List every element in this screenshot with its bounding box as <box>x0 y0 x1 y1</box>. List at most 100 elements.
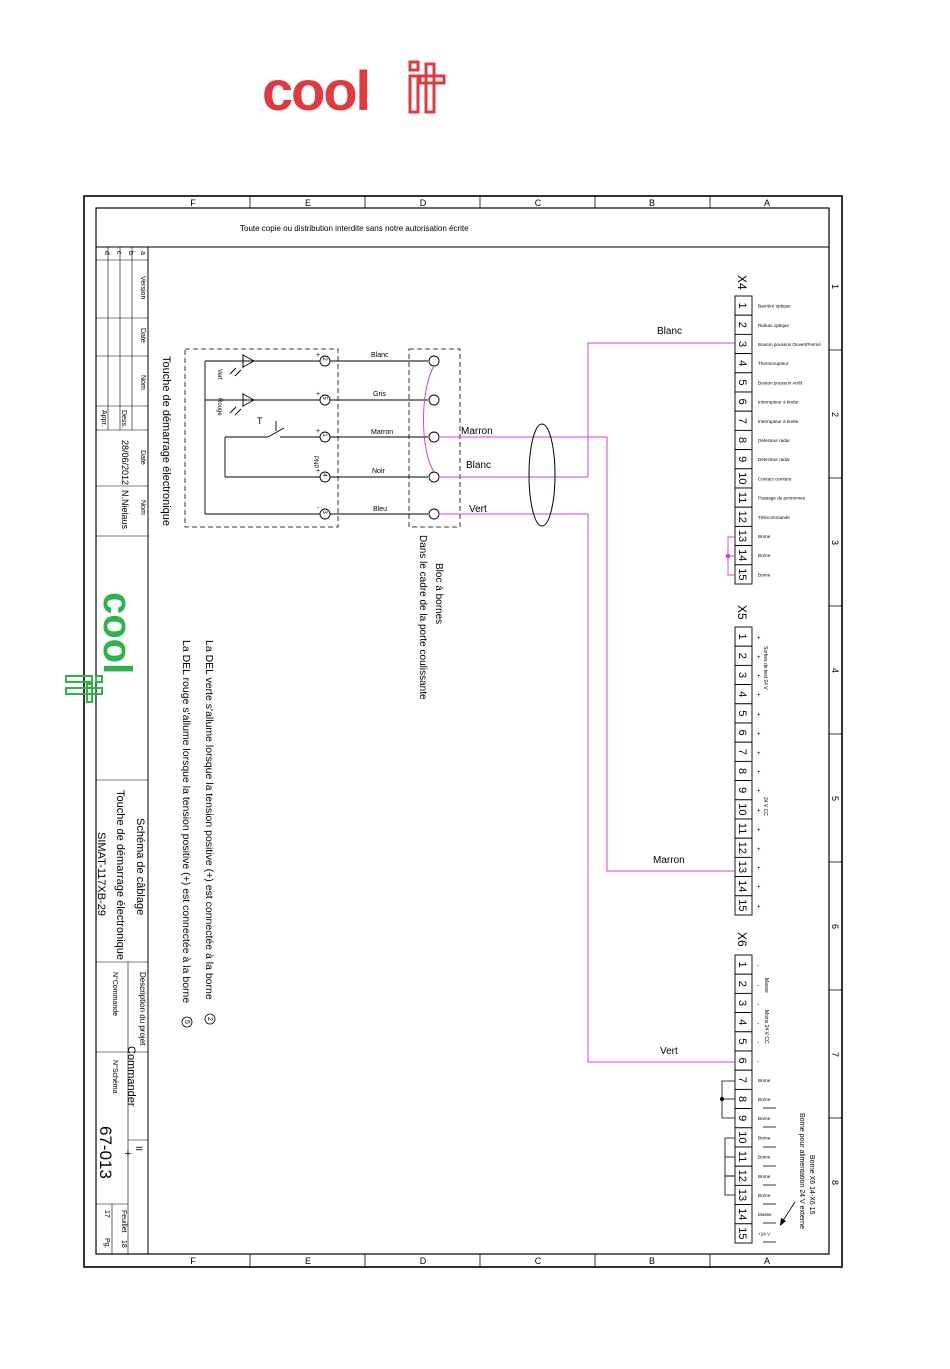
x6-title: X6 <box>735 932 749 947</box>
x4-terminal-number: 15 <box>736 568 748 580</box>
pnp-label: PNP <box>312 456 318 468</box>
module-terminal: 3 <box>321 510 327 514</box>
inner-frame <box>95 207 830 1255</box>
cool-it-logo: cool it <box>262 60 446 116</box>
module-terminal: 1 <box>321 433 327 437</box>
row-number: 4 <box>830 668 840 673</box>
row-number: 7 <box>830 1052 840 1057</box>
x5-terminal-number: 3 <box>736 672 748 678</box>
x6-terminal-mark: - <box>757 1060 759 1066</box>
x6-terminal-label: Borne <box>758 1193 771 1198</box>
x6-terminal-number: 8 <box>736 1096 748 1102</box>
logo-it-mark <box>408 60 446 114</box>
x5-title: X5 <box>735 605 749 620</box>
module-terminal: 2 <box>321 357 327 361</box>
x4-terminal-number: 8 <box>736 437 748 443</box>
drawn-by: N.Nielaus <box>120 490 130 530</box>
x5-terminal-number: 1 <box>736 634 748 640</box>
x6-terminal-mark: - <box>757 1040 759 1046</box>
terminal-strip-x5: X5 Sorties de test 24 V 24 V CC 1+2+3+4+… <box>734 605 768 916</box>
x5-terminal-number: 4 <box>736 691 748 697</box>
x6-terminal-label: Masse <box>758 1212 772 1217</box>
cable-wire-vert: Vert <box>469 504 487 515</box>
cable-wire-marron: Marron <box>461 426 493 437</box>
row-number: 3 <box>830 540 840 545</box>
led-green-label: Vert <box>216 369 222 380</box>
project-value: Commander <box>125 1046 137 1107</box>
x4-terminal-label: Barrière optique <box>758 304 791 309</box>
x5-terminal-mark: + <box>757 808 761 814</box>
scheme-label: N°Schéma <box>111 1060 119 1094</box>
x5-terminal-mark: + <box>757 712 761 718</box>
x5-terminal-number: 11 <box>736 823 748 834</box>
x5-terminal-mark: + <box>757 770 761 776</box>
date-label: Date <box>139 450 146 465</box>
x5-terminal-number: 9 <box>736 787 748 793</box>
x6-terminal-number: 10 <box>736 1131 748 1143</box>
x5-terminal-number: 5 <box>736 710 748 716</box>
run-label-x5: Marron <box>653 855 685 866</box>
x6-terminal-number: 12 <box>736 1170 748 1182</box>
red-led-icon <box>229 393 255 416</box>
x4-terminal-box <box>734 564 753 585</box>
note-green-led: La DEL verte s'allume lorsque la tension… <box>203 640 215 1000</box>
x6-terminal-label: Borne <box>758 1078 771 1083</box>
row-number: 5 <box>830 796 840 801</box>
cable-wire-blanc: Blanc <box>466 460 491 471</box>
cable-sheath <box>528 423 556 527</box>
row-number: 8 <box>830 1180 840 1185</box>
x4-terminal-label: Passage de personnes <box>758 496 806 501</box>
drawn-label: Dess. <box>120 410 127 428</box>
x6-terminal-number: 14 <box>736 1208 748 1220</box>
x5-group-1: Sorties de test 24 V <box>762 646 768 690</box>
x5-terminal-mark: + <box>757 828 761 834</box>
x6-terminal-number: 4 <box>736 1019 748 1025</box>
col-letter: D <box>420 1256 427 1266</box>
run-label-x6: Vert <box>660 1046 678 1057</box>
x4-terminal-label: Thermorupteur <box>758 361 789 366</box>
x4-terminal-number: 12 <box>736 511 748 523</box>
x5-terminal-mark: + <box>757 789 761 795</box>
title-line-3: SIMAT-117XB-29 <box>95 832 107 916</box>
x6-terminal-number: 5 <box>736 1038 748 1044</box>
x4-terminal-number: 4 <box>736 360 748 366</box>
terminal-block-title-1: Bloc à bornes <box>433 563 444 624</box>
order-label: N°Commande <box>111 972 119 1016</box>
x5-terminal-number: 15 <box>736 899 748 911</box>
x6-terminal-number: 6 <box>736 1058 748 1064</box>
approved-label: Appr. <box>100 410 107 426</box>
col-letter: F <box>190 198 196 208</box>
col-date-label: Date <box>139 328 146 343</box>
scheme-number: 67-013 <box>96 1126 115 1179</box>
plus-mark: + <box>316 391 320 398</box>
column-markers: F E D C B A F E D C B A <box>190 198 770 1266</box>
col-letter: D <box>420 198 427 208</box>
x4-terminal-label: Détecteur radar <box>758 457 790 462</box>
x4-terminal-number: 5 <box>736 379 748 385</box>
minus-mark: - <box>317 505 320 512</box>
x5-group-2: 24 V CC <box>762 797 768 816</box>
note-2-terminal: 5 <box>183 1020 190 1024</box>
x6-terminal-label: Borne <box>758 1116 771 1121</box>
x4-terminal-number: 7 <box>736 418 748 424</box>
col-letter: A <box>764 1256 770 1266</box>
sheet-value: 18 <box>120 1240 127 1248</box>
rev-plus: + <box>121 1150 135 1157</box>
x4-terminal-number: 6 <box>736 399 748 405</box>
x5-terminal-mark: + <box>757 847 761 853</box>
x6-terminal-number: 15 <box>736 1227 748 1239</box>
title-logo-cool: cool <box>95 592 139 674</box>
wire-label-noir: Noir <box>372 468 386 475</box>
col-letter: A <box>764 198 770 208</box>
x6-terminal-label: Borne <box>758 1174 771 1179</box>
green-led-icon <box>229 354 255 377</box>
title-logo-it-mark <box>65 675 103 703</box>
x4-terminal-label: Interrupteur à tirette <box>758 419 799 424</box>
plus-mark: + <box>316 468 320 475</box>
col-letter: B <box>649 1256 655 1266</box>
terminal-block: Bloc à bornes Dans le cadre de la porte … <box>408 348 461 700</box>
x4-terminal-number: 13 <box>736 530 748 542</box>
x5-terminal-number: 8 <box>736 768 748 774</box>
x5-terminal-box <box>734 895 753 916</box>
